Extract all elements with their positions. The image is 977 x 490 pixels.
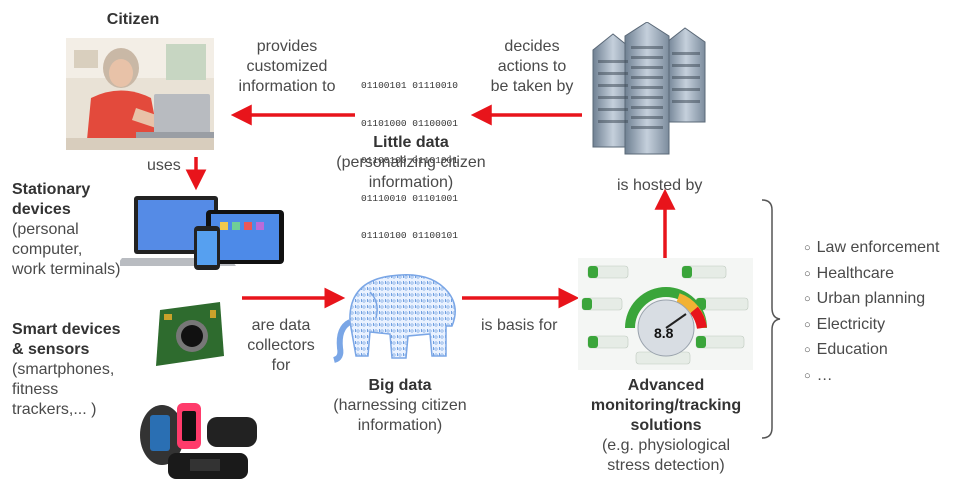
little-data-block: Little data (personalizing citizen infor… bbox=[316, 133, 506, 193]
uses-label: uses bbox=[147, 157, 181, 174]
list-item: Electricity bbox=[804, 313, 939, 339]
citizen-photo bbox=[66, 38, 214, 150]
sensor-board-image bbox=[148, 300, 228, 372]
little-data-title: Little data bbox=[373, 134, 449, 151]
stationary-devices-block: Stationary devices (personal computer, w… bbox=[12, 181, 121, 278]
list-item: … bbox=[804, 364, 939, 390]
gauge-value: 8.8 bbox=[654, 325, 674, 341]
applications-bracket bbox=[761, 199, 781, 439]
is-hosted-by-label: is hosted by bbox=[617, 177, 703, 194]
list-item: Urban planning bbox=[804, 287, 939, 313]
smart-devices-block: Smart devices & sensors (smartphones, fi… bbox=[12, 321, 121, 418]
provides-label: provides customized information to bbox=[238, 38, 336, 95]
list-item: Healthcare bbox=[804, 262, 939, 288]
data-collectors-label: are data collectors for bbox=[247, 317, 315, 374]
monitoring-block: Advanced monitoring/tracking solutions (… bbox=[590, 377, 742, 474]
list-item: Education bbox=[804, 338, 939, 364]
servers-image bbox=[585, 21, 715, 157]
decides-label: decides actions to be taken by bbox=[490, 38, 574, 95]
list-item: Law enforcement bbox=[804, 236, 940, 262]
big-data-block: Big data (harnessing citizen information… bbox=[300, 376, 500, 436]
fitness-trackers-image bbox=[132, 395, 262, 485]
binary-data: 01100101 01110010 01101000 01100001 0110… bbox=[361, 80, 458, 241]
big-data-title: Big data bbox=[368, 377, 432, 394]
citizen-title: Citizen bbox=[106, 11, 160, 28]
applications-list: Law enforcement Healthcare Urban plannin… bbox=[804, 236, 940, 390]
hadoop-elephant-image bbox=[330, 262, 470, 366]
is-basis-for-label: is basis for bbox=[481, 317, 558, 334]
monitoring-dashboard-image: 8.8 bbox=[578, 258, 753, 370]
devices-image bbox=[116, 192, 290, 274]
